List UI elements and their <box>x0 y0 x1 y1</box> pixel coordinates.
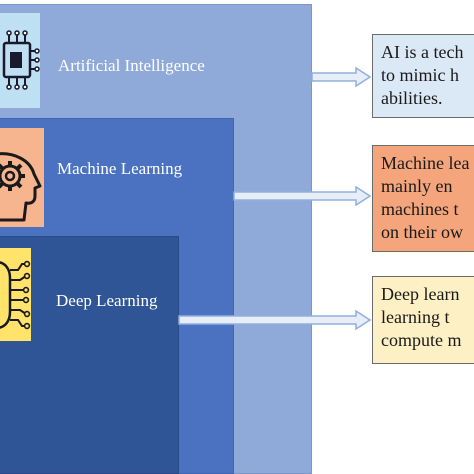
ml-icon-tile <box>0 128 44 227</box>
dl-icon-tile <box>0 248 31 341</box>
ml-label: Machine Learning <box>57 159 183 178</box>
ai-description-line: to mimic h <box>381 65 459 85</box>
ml-description-line: machines t <box>381 199 459 219</box>
dl-arrow <box>178 309 372 331</box>
dl-description-line: compute m <box>381 330 462 350</box>
ai-arrow <box>311 66 372 88</box>
ai-description: AI is a tech to mimic h abilities. <box>372 34 474 118</box>
ml-description-line: on their ow <box>381 222 463 242</box>
ai-label: Artificial Intelligence <box>58 56 205 75</box>
ml-arrow <box>233 185 372 207</box>
ai-description-line: AI is a tech <box>381 42 464 62</box>
neural-circuit-icon <box>0 260 31 330</box>
chip-icon <box>2 30 40 90</box>
dl-description: Deep learn learning t compute m <box>372 276 474 364</box>
dl-description-line: learning t <box>381 307 450 327</box>
ml-description: Machine lea mainly en machines t on thei… <box>372 145 474 252</box>
dl-description-line: Deep learn <box>381 284 460 304</box>
ml-description-line: Machine lea <box>381 153 470 173</box>
head-gear-icon <box>0 152 42 222</box>
ml-description-line: mainly en <box>381 176 453 196</box>
ai-icon-tile <box>0 13 40 108</box>
dl-region <box>0 236 179 474</box>
ai-description-line: abilities. <box>381 88 443 108</box>
dl-label: Deep Learning <box>56 291 158 310</box>
